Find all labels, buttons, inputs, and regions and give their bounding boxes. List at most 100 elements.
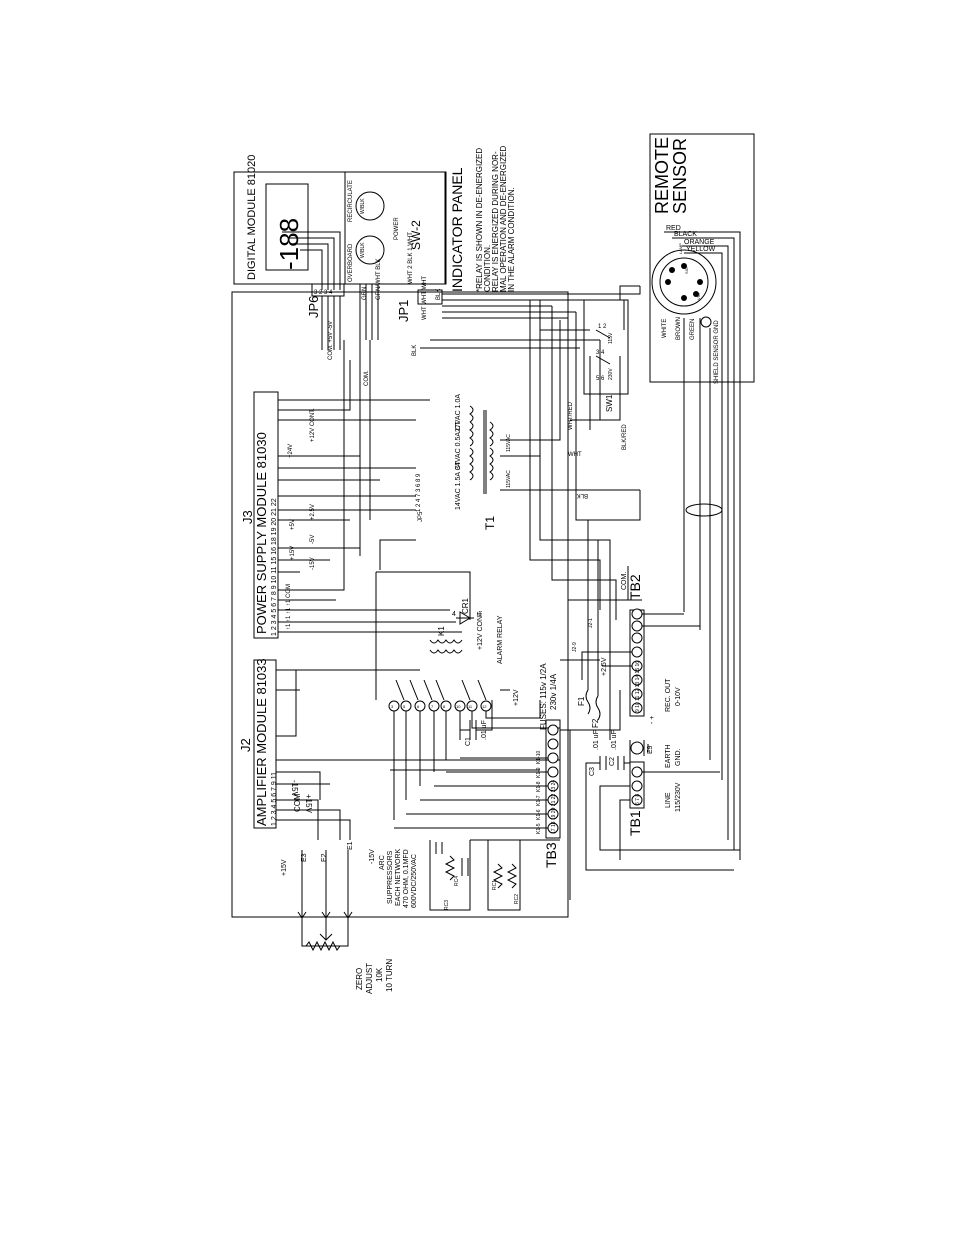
note-line-1: *RELAY IS SHOWN IN DE-ENERGIZED [475, 148, 484, 292]
tb1-terminal-block: 6 7 8 TB1 LINE 115/230V EARTH GND. E9 [599, 740, 720, 860]
k1-6-label: K1-6 [536, 809, 542, 820]
svg-text:10: 10 [456, 704, 461, 709]
wire-wht: WHT [568, 452, 582, 458]
tb2-nums: 9 10 11 12 13 14 15 16 [635, 661, 641, 712]
tb3-terminals [547, 724, 559, 834]
recirculate-lamp [355, 191, 385, 221]
arc-suppressors: ARC SUPPRESSORS EACH NETWORK 470 OHM, 0.… [379, 840, 521, 911]
tap-34vac: 34VAC 0.5A CT [455, 420, 462, 470]
cable-shield-loop [685, 503, 723, 517]
rec-out-2: 0-10V [675, 687, 682, 706]
rc2-label: RC2 [514, 894, 520, 904]
arc-line-5: 600VDC/250VAC [411, 854, 418, 908]
sw2-label: SW-2 [409, 220, 423, 250]
j3-label: J3 [240, 510, 255, 524]
indicator-panel-title: INDICATOR PANEL [449, 167, 465, 292]
rail-12v-cont: +12V CONT. [310, 408, 316, 442]
wire-orange: ORANGE [684, 239, 715, 246]
seven-segment-display [265, 183, 309, 271]
sw1-pin3: 3 4 [596, 350, 605, 356]
k1-5-label: K1-5 [536, 823, 542, 834]
amp-plus15: +15V [304, 794, 313, 814]
tb3-terminal-block: 17 18 19 20 21 22 23 24 TB3 K1-5 K1-6 K1… [394, 719, 571, 900]
note-line-2: CONDITION. [483, 245, 492, 292]
capacitor-c1: C1 .01 uF [460, 700, 493, 746]
overboard-label: OVERBOARD [348, 243, 354, 282]
rail-plus5: +5V [290, 519, 296, 530]
amplifier-title: AMPLIFIER MODULE 81033 [254, 658, 269, 826]
tb2-j21: J2-1 [588, 618, 594, 628]
sw1-switch: SW1 115V 230V 1 2 3 4 5 6 [530, 299, 629, 430]
c1-label: C1 [465, 737, 472, 746]
e9-label: E9 [647, 745, 654, 754]
tb3-nums: 17 18 19 20 21 22 23 24 [551, 780, 557, 834]
tb1-nums: 6 7 8 [635, 794, 641, 805]
note-line-5: IN THE ALARM CONDITION. [507, 187, 516, 292]
note-line-3: RELAY IS ENERGIZED DURING NOR- [491, 151, 500, 292]
jp6-pins: 3 2 3 4 [314, 290, 333, 296]
tb2-plus25: +2.5V [601, 657, 608, 676]
tb2-terminals [631, 608, 643, 714]
wire-white: WHITE [662, 319, 668, 338]
jp1-wiring [420, 286, 641, 349]
amp-minus15: -15V [290, 780, 299, 798]
zero-adjust: +15V E3 E2 E1 -15V ZERO ADJUST 10K 10 TU… [281, 841, 394, 994]
alarm-relay-label: ALARM RELAY [497, 615, 504, 664]
tb2-com: COM. [621, 572, 628, 590]
rail-minus5: -5V [310, 535, 316, 544]
digital-module: DIGITAL MODULE 81020 -188 3 2 3 4 JP6 CO… [233, 155, 447, 360]
svg-text:7: 7 [431, 704, 434, 709]
wire-yellow: YELLOW [686, 246, 716, 253]
za-plus15: +15V [281, 859, 288, 876]
c2-value: .01 uF [611, 730, 618, 750]
rc3-label: RC3 [444, 900, 450, 910]
relay-supply: +12V [513, 689, 520, 706]
recirculate-label: RECIRCULATE [348, 180, 354, 222]
svg-text:5: 5 [403, 704, 406, 709]
tb2-j29: J2-9 [572, 642, 578, 652]
zero-adjust-3: 10K [375, 967, 384, 982]
earth-label-2: GND. [675, 748, 682, 766]
za-e3: E3 [301, 853, 308, 862]
sw1-pin5: 5 6 [596, 376, 605, 382]
earth-label-1: EARTH [665, 744, 672, 768]
k1-8-label: K1-8 [536, 781, 542, 792]
t1-label: T1 [483, 516, 497, 530]
sw2-wire-labels: WHT 2 BLK 1 WHT [408, 232, 414, 284]
svg-text:11: 11 [468, 704, 473, 709]
j3-pin-labels: ↑1 ↑1 ↑1 ↑1 COM [286, 584, 292, 630]
remote-sensor-title-2: SENSOR [670, 138, 690, 214]
interconnect-wiring [295, 285, 740, 871]
rail-plus15: +15V [290, 546, 296, 560]
sw1-label: SW1 [605, 394, 614, 412]
za-e1: E1 [347, 841, 354, 850]
wire-black: BLACK [674, 231, 697, 238]
overboard-lamp [355, 235, 385, 265]
relay-cont: +12V CONT. [477, 610, 484, 650]
rail-plus25: +2.5V [310, 504, 316, 520]
wire-green: GREEN [690, 319, 696, 340]
j3-pin-numbers: 1 2 3 4 5 6 7 8 9 10 11 15 16 18 19 20 2… [271, 498, 278, 636]
jp1-wht-labels: WHT WHT WHT [422, 276, 428, 320]
relay-pin-1: 1 [478, 611, 482, 618]
wire-red: RED [666, 225, 681, 232]
pin-lamp: LAMP [678, 243, 683, 254]
arc-line-2: SUPPRESSORS [387, 850, 394, 904]
amplifier-module: AMPLIFIER MODULE 81033 J2 1 2 3 4 5 6 7 … [238, 658, 560, 840]
rc4-label: RC4 [454, 876, 460, 886]
main-chassis-outline [231, 291, 569, 918]
digital-module-title: DIGITAL MODULE 81020 [246, 155, 258, 280]
primary-2: 115VAC [506, 434, 512, 452]
k1-label: K1 [437, 626, 446, 636]
shield-label: SHIELD SENSOR GND [714, 320, 720, 384]
grn-label: GRN [362, 287, 368, 300]
ps-com-label: COM. [364, 370, 370, 386]
c3-label: C3 [589, 767, 596, 776]
c2-label: C2 [609, 757, 616, 766]
rail-plus24: +24V [288, 444, 294, 458]
pin-sig: SIG [684, 267, 689, 274]
jp1-wire-labels: BLK [412, 345, 418, 356]
wire-wht-red: WHT/RED [568, 401, 574, 430]
c3-value: .01 uF [593, 730, 600, 750]
